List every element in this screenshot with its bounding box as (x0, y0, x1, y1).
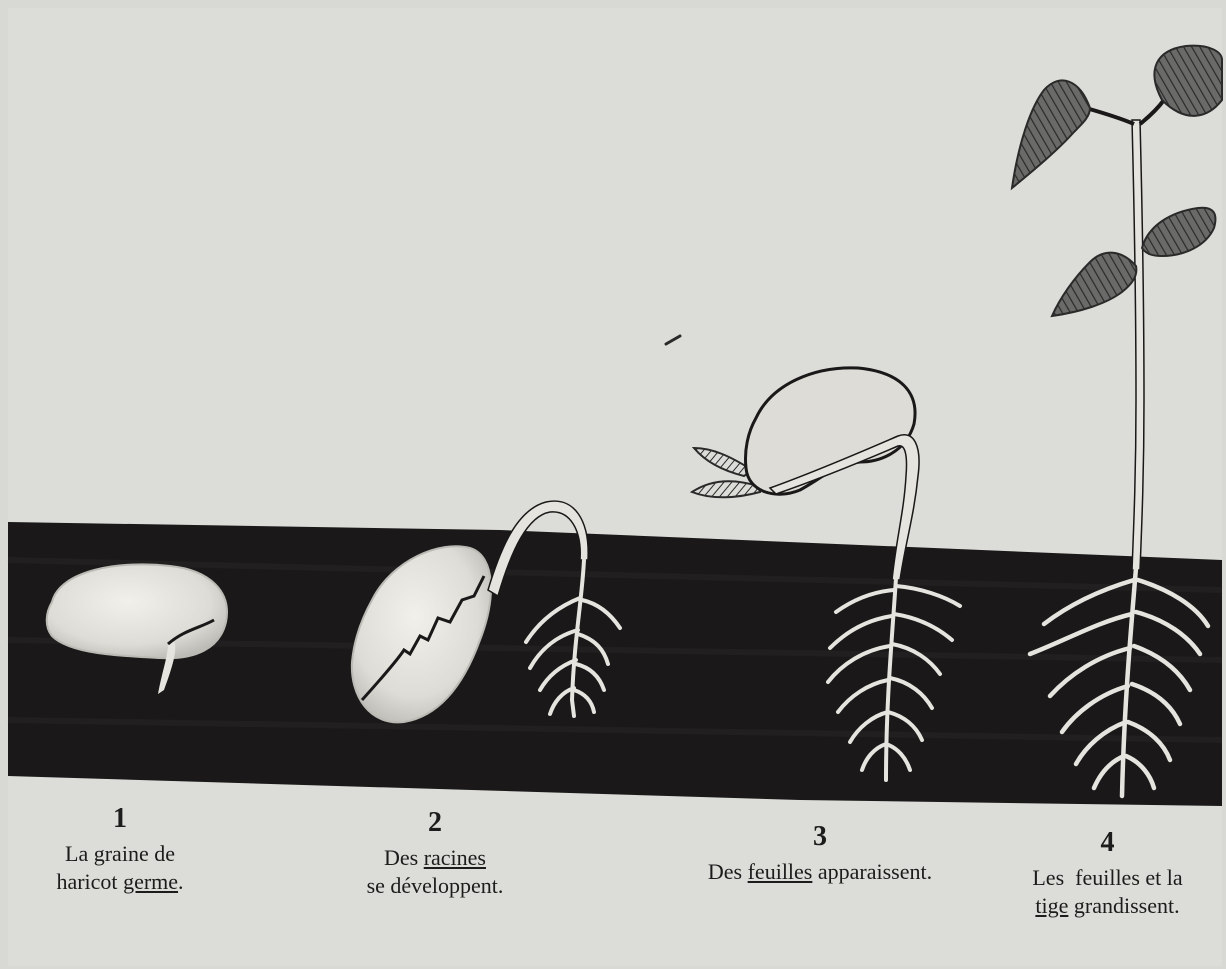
stage-1-caption: 1 La graine de haricot germe. (20, 802, 220, 896)
stage-2-line1-start: Des (384, 845, 424, 870)
stage-4-line1: Les feuilles et la (1032, 865, 1182, 890)
stage-1-keyword-germe: germe (123, 869, 178, 894)
stage-1-number: 1 (20, 802, 220, 836)
stage-2-line2: se développent. (367, 873, 504, 898)
stage-4-keyword-tige: tige (1035, 893, 1068, 918)
stage-2-keyword-racines: racines (424, 845, 486, 870)
bean-seed-1 (47, 564, 227, 658)
stage-4-caption: 4 Les feuilles et la tige grandissent. (1000, 826, 1215, 920)
stage-1-line1: La graine de (65, 841, 175, 866)
stage-2-number: 2 (325, 806, 545, 840)
stage-3-number: 3 (670, 820, 970, 854)
stage-1-line2-start: haricot (56, 869, 123, 894)
stage-2-caption: 2 Des racines se développent. (325, 806, 545, 900)
stage-4-number: 4 (1000, 826, 1215, 860)
stage-3-keyword-feuilles: feuilles (748, 859, 813, 884)
stage-3-line1-start: Des (708, 859, 748, 884)
stage-4-line2-end: grandissent. (1068, 893, 1179, 918)
stage-3-caption: 3 Des feuilles apparaissent. (670, 820, 970, 886)
stage-3-line1-end: apparaissent. (812, 859, 932, 884)
stage-1-line2-end: . (178, 869, 184, 894)
